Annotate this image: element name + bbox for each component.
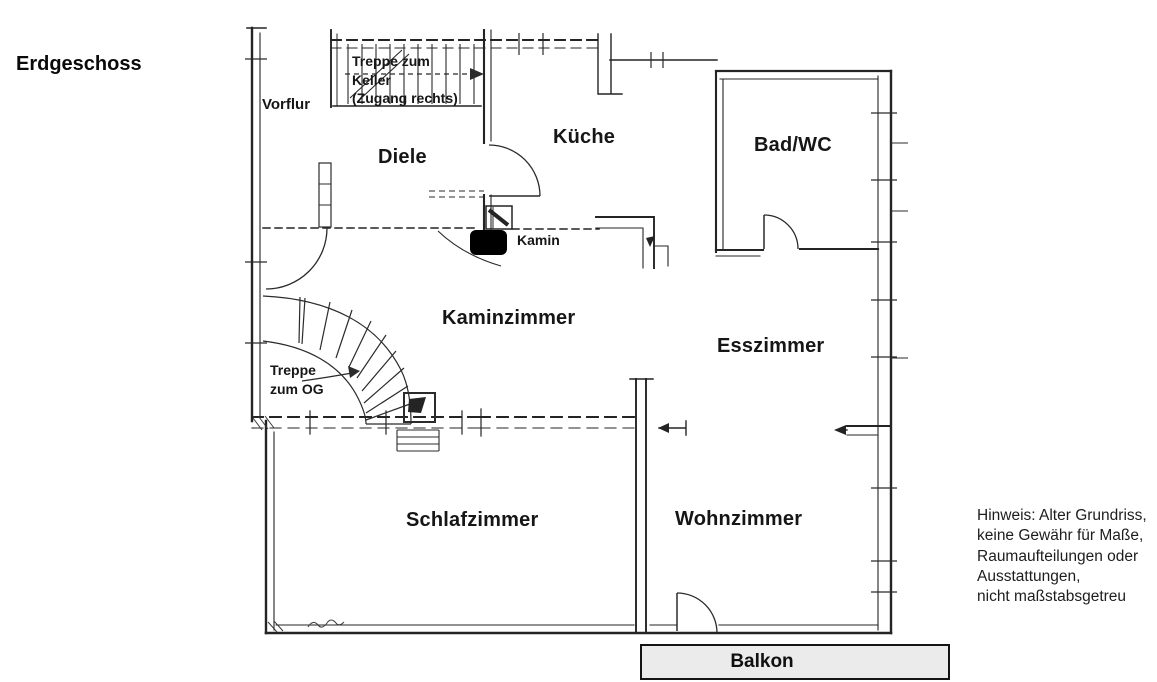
kamin-label: Kamin bbox=[517, 232, 560, 248]
room-label-wohnzimmer: Wohnzimmer bbox=[675, 508, 803, 530]
floor-title: Erdgeschoss bbox=[16, 53, 142, 75]
room-label-balkon: Balkon bbox=[730, 651, 794, 672]
og-stairs-note: Treppe zum OG bbox=[270, 361, 324, 399]
door-arcs bbox=[265, 144, 799, 634]
keller-stairs-note-line2: Keller bbox=[352, 71, 391, 88]
room-label-vorflur: Vorflur bbox=[262, 96, 311, 113]
room-label-diele: Diele bbox=[378, 146, 427, 168]
disclaimer-line-2: keine Gewähr für Maße, bbox=[977, 527, 1144, 545]
og-stairs-note-line1: Treppe bbox=[270, 362, 316, 378]
sketch-details bbox=[252, 415, 345, 633]
kamin-block bbox=[470, 230, 507, 255]
disclaimer-line-1: Hinweis: Alter Grundriss, bbox=[977, 507, 1147, 524]
keller-stairs-note-line3: (Zugang rechts) bbox=[352, 90, 458, 106]
keller-stairs-note-line1: Treppe zum bbox=[352, 53, 430, 69]
room-label-esszimmer: Esszimmer bbox=[717, 335, 825, 357]
room-label-bad-wc: Bad/WC bbox=[754, 134, 832, 156]
disclaimer-line-3: Raumaufteilungen oder bbox=[977, 547, 1139, 565]
og-staircase bbox=[262, 295, 436, 425]
balkon-box: Balkon bbox=[640, 644, 950, 680]
kamin-flue bbox=[485, 205, 513, 230]
outer-walls bbox=[246, 26, 893, 635]
keller-staircase bbox=[345, 44, 484, 104]
room-dividers bbox=[251, 216, 892, 632]
og-stairs-note-line2: zum OG bbox=[270, 381, 324, 397]
window-marks bbox=[245, 33, 908, 593]
disclaimer-line-5: nicht maßstabsgetreu bbox=[977, 588, 1127, 606]
room-label-schlafzimmer: Schlafzimmer bbox=[406, 509, 539, 531]
radiators bbox=[318, 162, 440, 452]
room-label-kueche: Küche bbox=[553, 126, 616, 148]
disclaimer-note: Hinweis: Alter Grundriss, keine Gewähr f… bbox=[977, 506, 1157, 607]
keller-stairs-note: Treppe zum Keller (Zugang rechts) bbox=[352, 52, 458, 108]
disclaimer-line-4: Ausstattungen, bbox=[977, 567, 1081, 585]
room-label-kaminzimmer: Kaminzimmer bbox=[442, 307, 576, 329]
